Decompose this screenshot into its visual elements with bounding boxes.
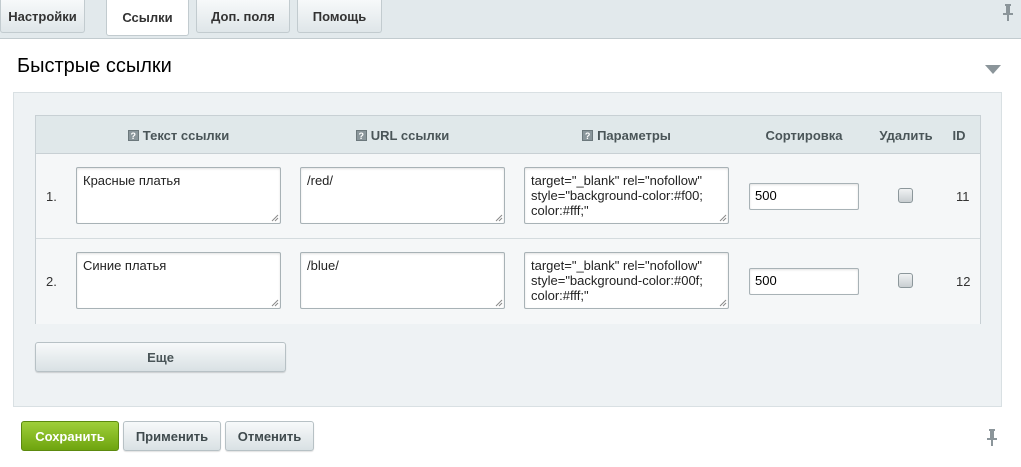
field-value: Синие платья <box>83 258 167 273</box>
table-row: 2. Синие платья /blue/ target="_blank" r… <box>36 239 980 324</box>
row-id: 11 <box>956 189 970 204</box>
field-value: target="_blank" rel="nofollow" style="ba… <box>531 258 703 303</box>
links-table: ? Текст ссылки ? URL ссылки ? Параметры … <box>35 115 981 324</box>
sort-input[interactable]: 500 <box>749 183 859 210</box>
field-value: /red/ <box>307 173 334 188</box>
link-text-field[interactable]: Синие платья <box>76 252 281 309</box>
question-icon[interactable]: ? <box>582 129 594 141</box>
tab-extra-fields[interactable]: Доп. поля <box>196 0 290 33</box>
delete-checkbox[interactable] <box>898 273 913 288</box>
save-button[interactable]: Сохранить <box>21 421 119 451</box>
section-title: Быстрые ссылки <box>17 55 172 77</box>
field-value: 500 <box>755 188 777 203</box>
header-params: ? Параметры <box>524 116 729 154</box>
header-label: ID <box>952 127 966 143</box>
apply-button[interactable]: Применить <box>123 421 221 451</box>
question-icon[interactable]: ? <box>127 129 139 141</box>
field-value: /blue/ <box>307 258 339 273</box>
link-params-field[interactable]: target="_blank" rel="nofollow" style="ba… <box>524 167 729 224</box>
header-label: Сортировка <box>765 127 843 143</box>
header-text: ? Текст ссылки <box>76 116 281 154</box>
row-number: 2. <box>46 274 57 289</box>
field-value: target="_blank" rel="nofollow" style="ba… <box>531 173 703 218</box>
header-id: ID <box>944 116 974 154</box>
link-params-field[interactable]: target="_blank" rel="nofollow" style="ba… <box>524 252 729 309</box>
header-label: Удалить <box>879 127 933 143</box>
tab-label: Помощь <box>312 8 367 24</box>
tab-label: Доп. поля <box>211 8 275 24</box>
header-sort: Сортировка <box>749 116 859 154</box>
tab-settings[interactable]: Настройки <box>0 0 85 33</box>
question-icon[interactable]: ? <box>355 129 367 141</box>
header-url: ? URL ссылки <box>300 116 505 154</box>
button-label: Сохранить <box>35 428 105 444</box>
tab-bar: Настройки Ссылки Доп. поля Помощь <box>0 0 1021 40</box>
row-number: 1. <box>46 189 57 204</box>
table-row: 1. Красные платья /red/ target="_blank" … <box>36 154 980 239</box>
more-button[interactable]: Еще <box>35 342 286 372</box>
button-label: Отменить <box>237 428 302 444</box>
header-label: Текст ссылки <box>142 127 230 143</box>
field-value: 500 <box>755 273 777 288</box>
link-url-field[interactable]: /blue/ <box>300 252 505 309</box>
row-id: 12 <box>956 274 971 289</box>
field-value: Красные платья <box>83 173 181 188</box>
tab-links[interactable]: Ссылки <box>106 0 189 36</box>
tab-label: Ссылки <box>122 10 173 25</box>
table-header: ? Текст ссылки ? URL ссылки ? Параметры … <box>36 116 980 154</box>
link-text-field[interactable]: Красные платья <box>76 167 281 224</box>
triangle-down-icon[interactable] <box>985 62 1001 77</box>
delete-checkbox[interactable] <box>898 188 913 203</box>
link-url-field[interactable]: /red/ <box>300 167 505 224</box>
header-delete: Удалить <box>874 116 938 154</box>
tab-label: Настройки <box>8 8 77 24</box>
button-label: Еще <box>147 349 174 365</box>
header-label: URL ссылки <box>370 127 450 143</box>
main-panel: Быстрые ссылки ? Текст ссылки ? URL ссыл… <box>0 38 1021 467</box>
header-label: Параметры <box>597 127 671 143</box>
pin-icon[interactable] <box>1003 4 1013 25</box>
button-label: Применить <box>135 428 209 444</box>
pin-icon[interactable] <box>987 429 997 450</box>
cancel-button[interactable]: Отменить <box>225 421 314 451</box>
tab-help[interactable]: Помощь <box>297 0 382 33</box>
links-container: ? Текст ссылки ? URL ссылки ? Параметры … <box>13 92 1002 407</box>
sort-input[interactable]: 500 <box>749 268 859 295</box>
